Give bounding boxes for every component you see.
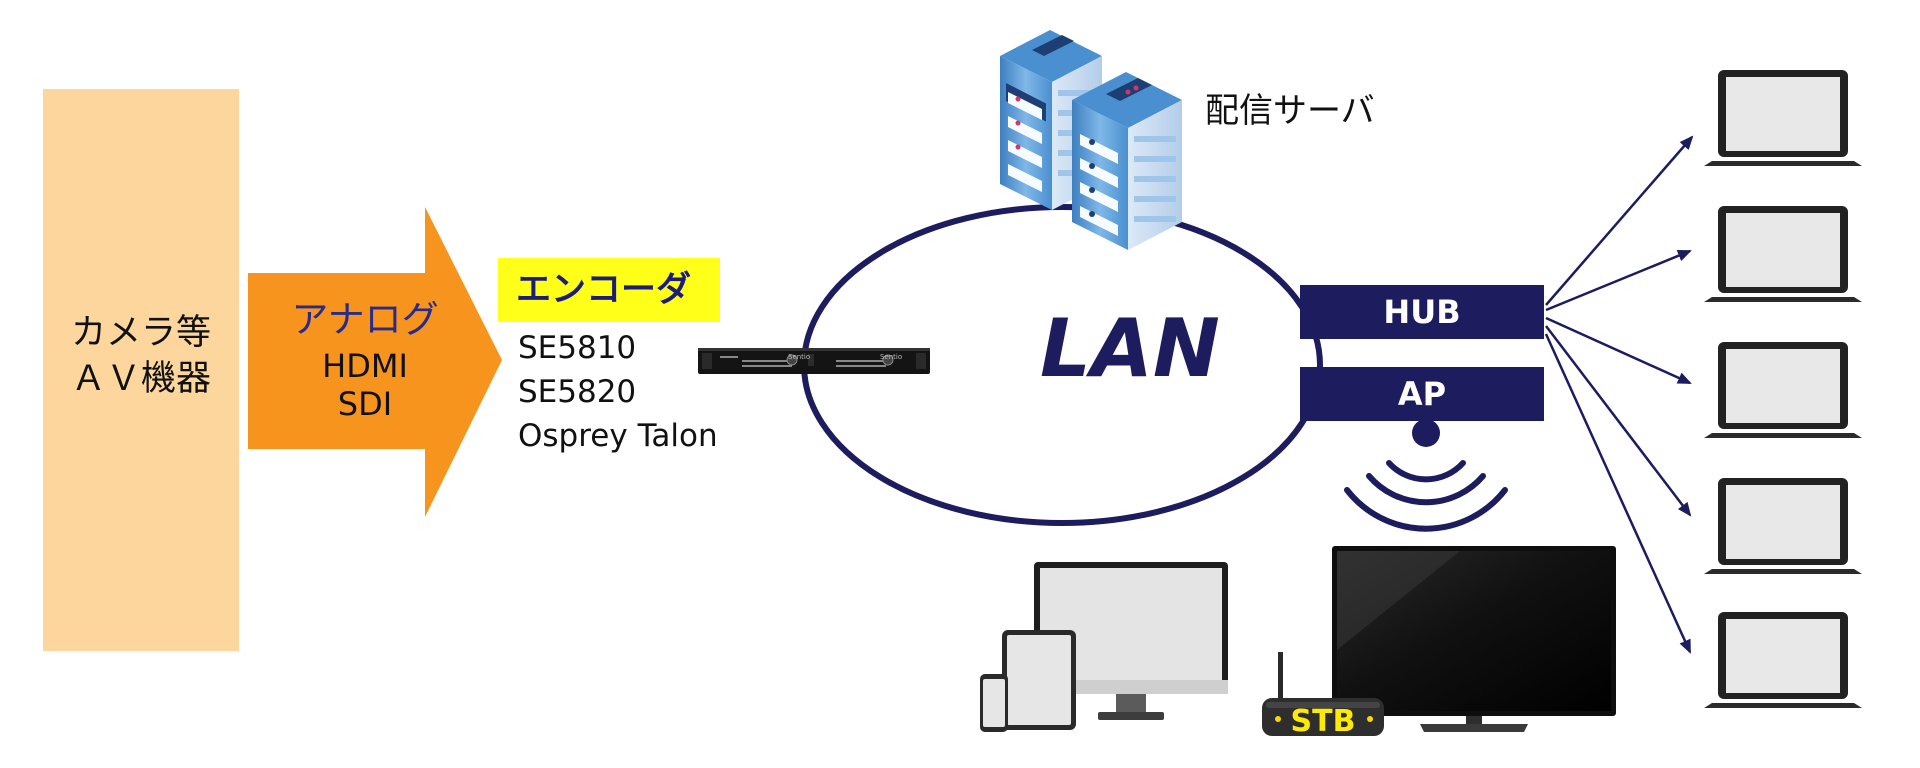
ap-box: AP xyxy=(1300,367,1544,421)
encoder-model-1: SE5810 xyxy=(518,330,637,366)
hub-box: HUB xyxy=(1300,285,1544,339)
smartphone-icon xyxy=(980,674,1008,732)
server-icon xyxy=(1000,30,1182,250)
stb-label: STB xyxy=(1291,704,1356,739)
stb-device-icon: STB xyxy=(1262,652,1384,739)
lan-label: LAN xyxy=(1040,302,1220,395)
input-arrow xyxy=(248,207,502,517)
laptop-icon xyxy=(1704,70,1862,166)
server-label: 配信サーバ xyxy=(1205,91,1375,131)
tv-icon xyxy=(1332,546,1616,732)
encoder-device-icon: Sentio Sentio xyxy=(698,348,930,374)
encoder-title: エンコーダ xyxy=(498,258,720,322)
encoder-model-2: SE5820 xyxy=(518,374,637,410)
svg-text:Sentio: Sentio xyxy=(880,353,902,361)
input-hdmi-label: HDMI xyxy=(322,347,408,385)
camera-label-line2: ＡＶ機器 xyxy=(70,359,211,399)
camera-av-box xyxy=(43,89,239,651)
laptop-icon xyxy=(1704,342,1862,438)
input-analog-label: アナログ xyxy=(291,298,439,341)
wifi-signal-icon xyxy=(1344,419,1508,532)
camera-label-line1: カメラ等 xyxy=(70,313,211,353)
svg-text:Sentio: Sentio xyxy=(788,353,810,361)
input-sdi-label: SDI xyxy=(337,385,393,423)
encoder-model-3: Osprey Talon xyxy=(518,418,718,454)
hub-distribution-arrows xyxy=(1544,135,1694,654)
tablet-icon xyxy=(1002,630,1076,730)
desktop-monitor-icon xyxy=(1034,562,1228,720)
laptop-icon xyxy=(1704,612,1862,708)
laptop-icon xyxy=(1704,206,1862,302)
laptop-icon xyxy=(1704,478,1862,574)
camera-av-label: カメラ等 ＡＶ機器 xyxy=(43,310,239,402)
